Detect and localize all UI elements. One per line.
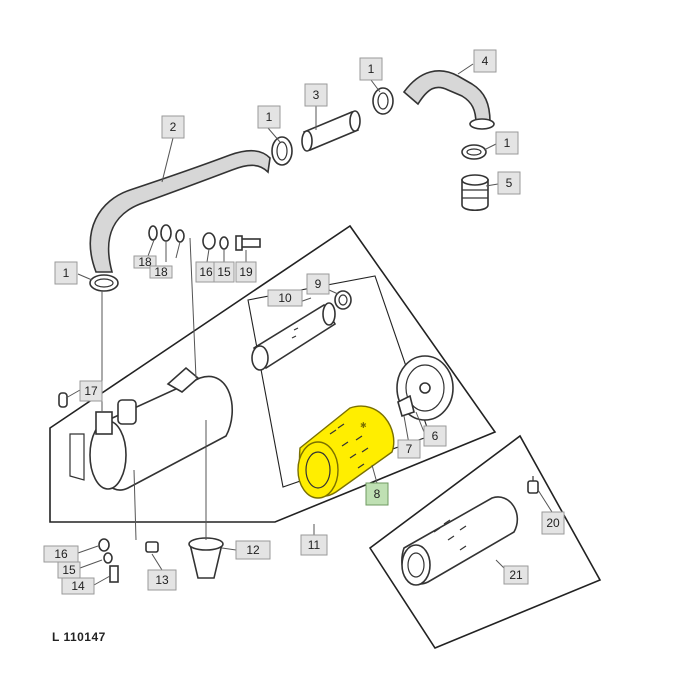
svg-text:18: 18: [138, 255, 152, 269]
bolt-17: [58, 392, 68, 408]
callout-16-lower: 16: [43, 545, 79, 563]
hose-clamp-left: [89, 274, 119, 292]
main-assembly-panel: [49, 224, 497, 523]
callout-10: 10: [267, 289, 303, 307]
svg-text:15: 15: [217, 265, 231, 279]
bolt-14: [109, 565, 119, 583]
callout-12: 12: [235, 540, 271, 560]
svg-text:18: 18: [154, 265, 168, 279]
washer-15: [219, 236, 229, 250]
air-cleaner-housing: [69, 366, 233, 491]
svg-text:19: 19: [239, 265, 253, 279]
callout-1-top-left: 2: [161, 115, 185, 139]
callout-1-right: 1: [495, 131, 519, 155]
svg-text:13: 13: [155, 573, 169, 587]
callout-5: 5: [497, 171, 521, 195]
upper-hose-2: [89, 149, 271, 273]
svg-text:10: 10: [278, 291, 292, 305]
primary-filter-element-8: ✱: [297, 405, 395, 499]
svg-text:✱: ✱: [360, 421, 367, 430]
hose-clamp-right: [461, 144, 487, 160]
svg-text:9: 9: [315, 277, 322, 291]
callout-16-top: 16: [195, 261, 217, 283]
svg-text:21: 21: [509, 568, 523, 582]
svg-text:2: 2: [170, 120, 177, 134]
callout-1-top: 1: [359, 57, 383, 81]
svg-text:7: 7: [406, 442, 413, 456]
callout-1-left: 1: [54, 261, 78, 285]
svg-text:1: 1: [368, 62, 375, 76]
callout-1-hose: 1: [257, 105, 281, 129]
hose-clamp-mid: [271, 136, 293, 166]
svg-text:14: 14: [71, 579, 85, 593]
callout-17: 17: [79, 380, 103, 402]
callout-4: 4: [473, 49, 497, 73]
svg-text:1: 1: [504, 136, 511, 150]
rubber-sleeve-5: [461, 174, 489, 212]
fitting-20: [527, 476, 539, 494]
bolt-19: [235, 235, 261, 251]
svg-text:20: 20: [546, 516, 560, 530]
fitting-13: [145, 541, 159, 553]
nut-16: [202, 232, 216, 250]
callout-8-highlighted: 8: [365, 482, 389, 506]
dust-valve-12: [188, 537, 224, 579]
callout-3: 3: [304, 83, 328, 107]
hose-clamp-top: [372, 87, 394, 115]
svg-text:4: 4: [482, 54, 489, 68]
callout-13: 13: [147, 569, 177, 591]
wing-nut-7: [397, 394, 415, 418]
svg-text:1: 1: [63, 266, 70, 280]
callout-9: 9: [306, 273, 330, 295]
callouts: 2 1 3 1 4 1 5 1 18 18 16 15 19 9 10 17 6…: [43, 49, 565, 595]
callout-15-lower: 15: [57, 561, 81, 579]
safety-filter-element-21: [401, 496, 519, 586]
pipe-10: [251, 302, 337, 371]
clamp-9: [334, 290, 352, 310]
svg-text:15: 15: [62, 563, 76, 577]
callout-6: 6: [423, 425, 447, 447]
callout-19: 19: [235, 261, 257, 283]
svg-text:16: 16: [54, 547, 68, 561]
leader-lines: [65, 63, 553, 586]
svg-text:3: 3: [313, 88, 320, 102]
nut-16-lower: [98, 538, 110, 552]
callout-7: 7: [397, 439, 421, 459]
svg-text:16: 16: [199, 265, 213, 279]
callout-21: 21: [503, 565, 529, 585]
svg-text:12: 12: [246, 543, 260, 557]
callout-15-top: 15: [213, 261, 235, 283]
callout-11: 11: [300, 534, 328, 556]
washer-18c: [175, 229, 185, 243]
svg-text:8: 8: [374, 487, 381, 501]
svg-text:11: 11: [308, 538, 321, 552]
washer-18a: [148, 225, 158, 241]
svg-text:5: 5: [506, 176, 513, 190]
callout-18b: 18: [149, 265, 173, 279]
svg-text:1: 1: [266, 110, 273, 124]
callout-18a: 18: [133, 255, 157, 269]
svg-text:6: 6: [432, 429, 439, 443]
elbow-hose-4: [402, 70, 495, 130]
callout-14: 14: [61, 577, 95, 595]
pipe-3: [301, 110, 361, 152]
washer-15-lower: [103, 552, 113, 564]
figure-reference: L 110147: [52, 630, 106, 644]
inset-panel: [368, 434, 602, 649]
callout-20: 20: [541, 511, 565, 535]
svg-text:17: 17: [84, 384, 98, 398]
washer-18b: [160, 224, 172, 242]
